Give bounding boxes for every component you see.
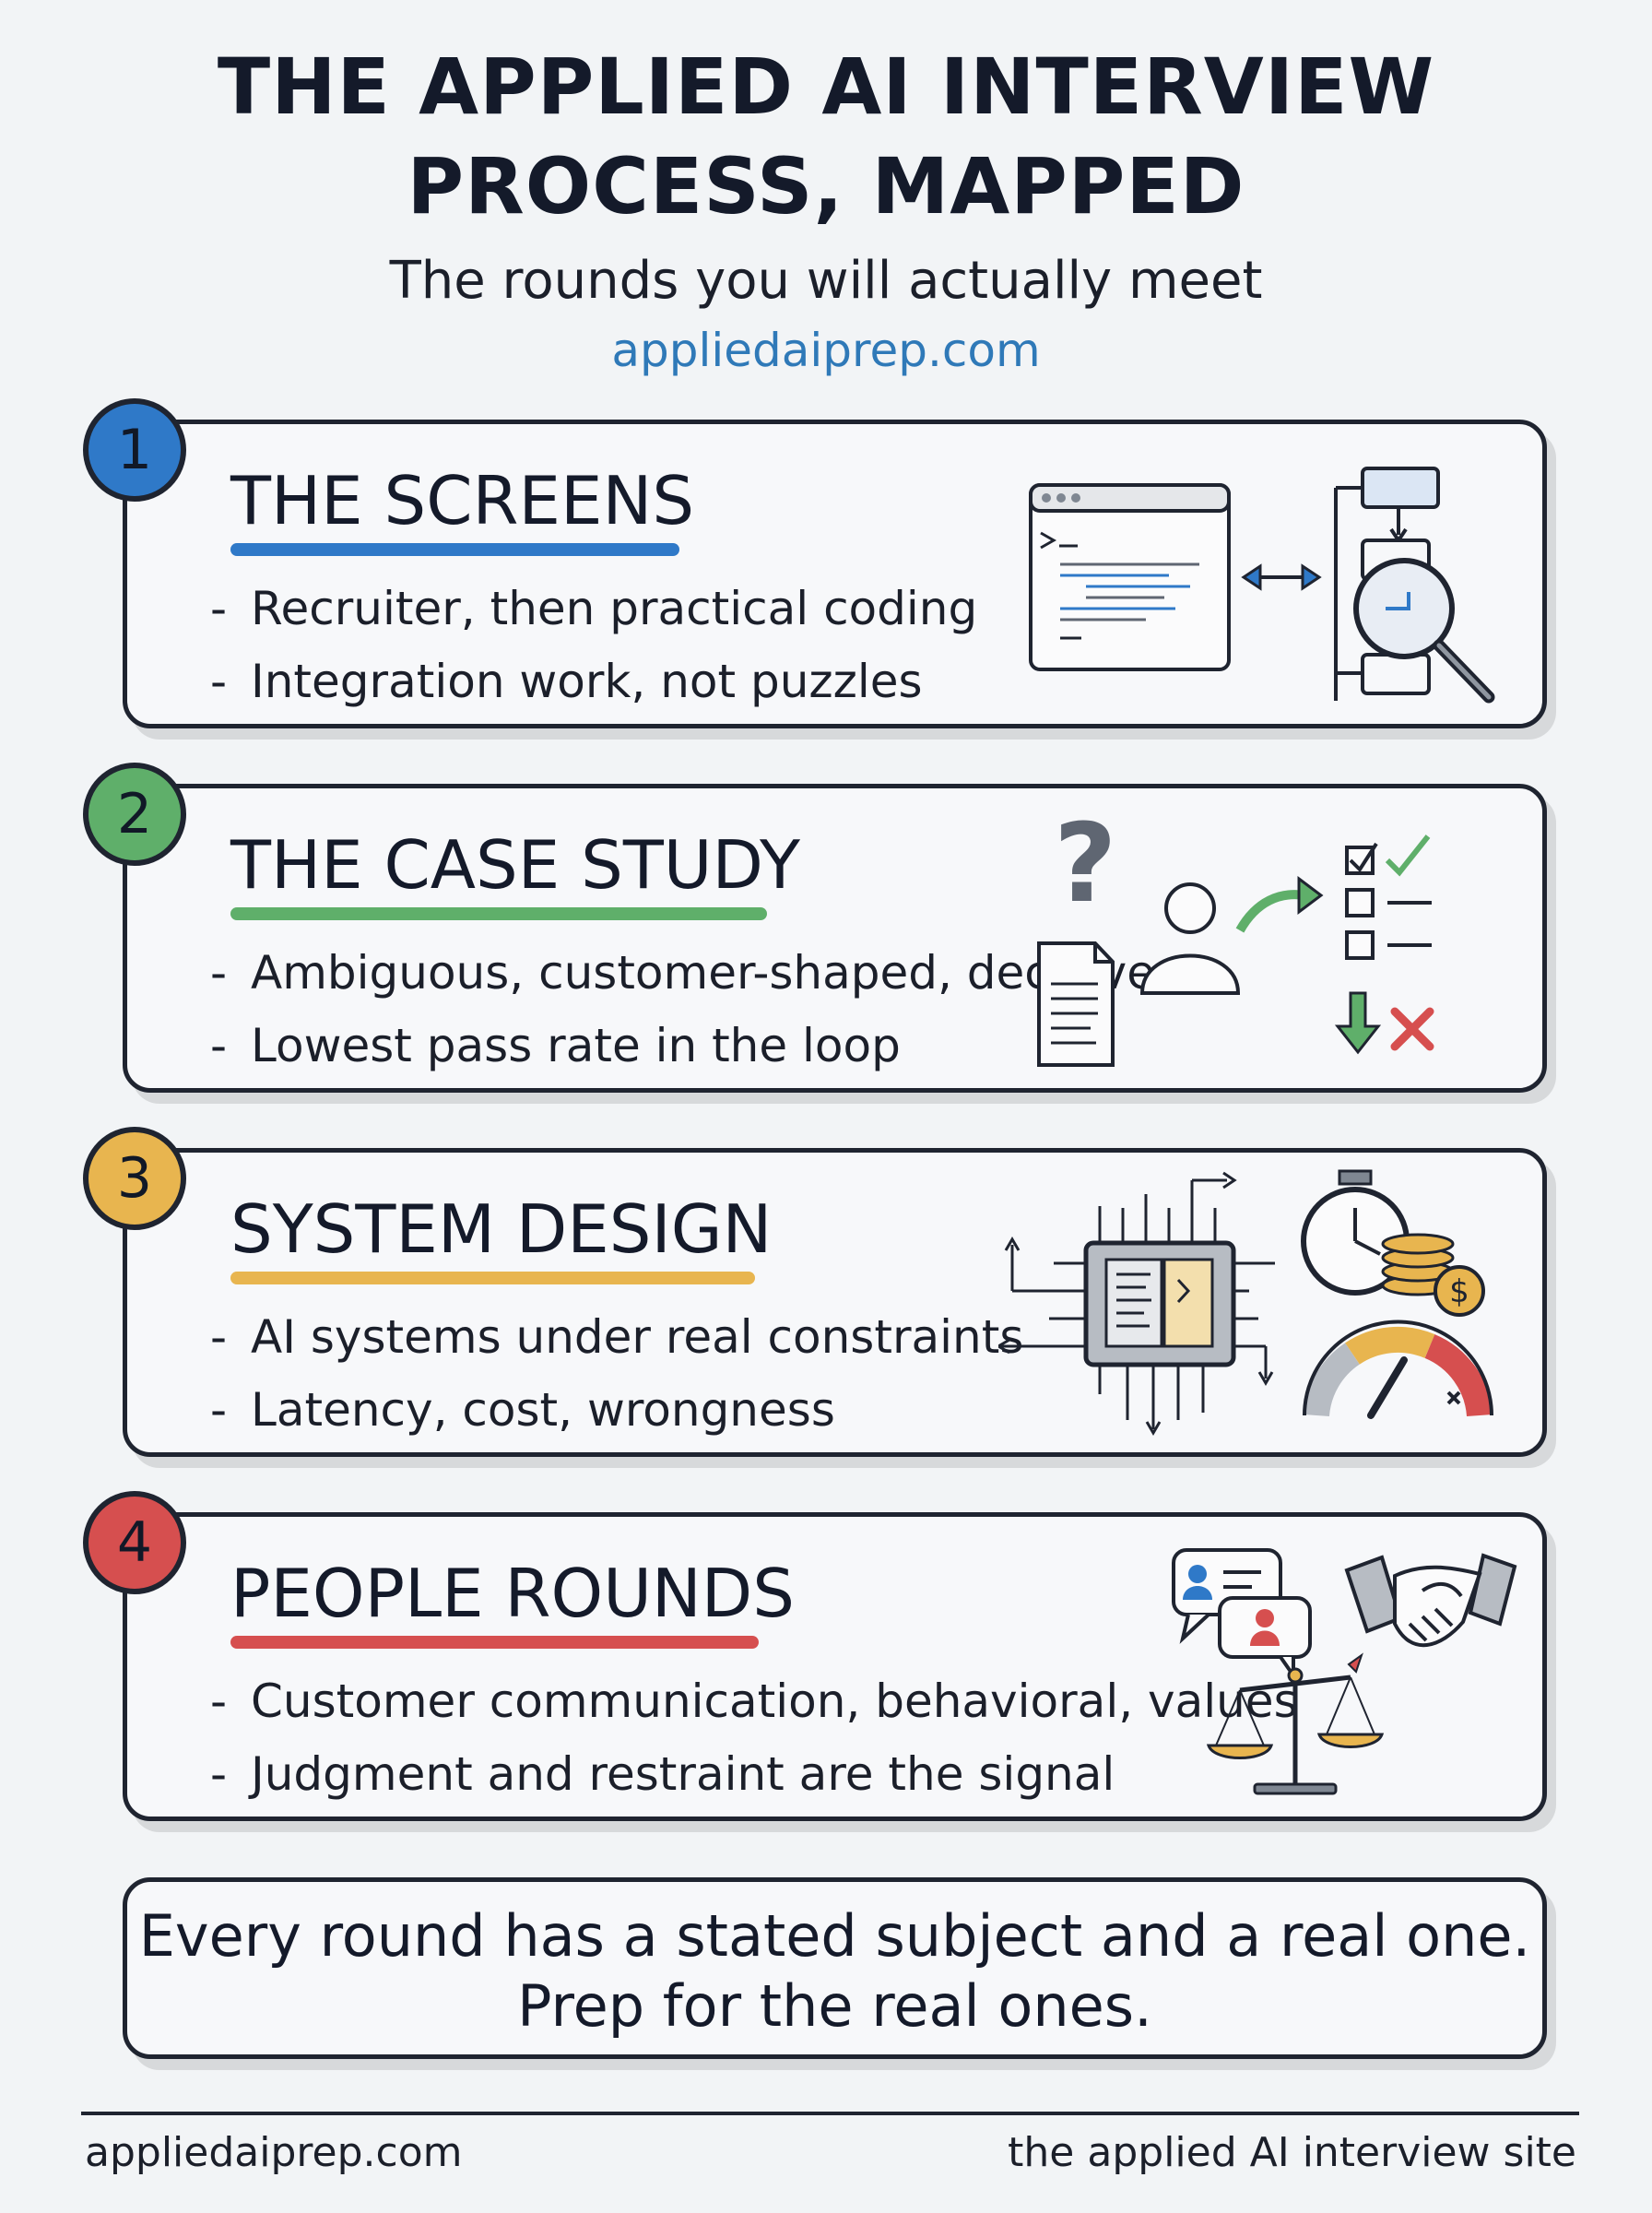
bullet-text: Recruiter, then practical coding (251, 582, 978, 635)
people-rounds-icons (1172, 1548, 1517, 1795)
bullet-text: Judgment and restraint are the signal (251, 1747, 1115, 1801)
x-mark-icon (1390, 1007, 1434, 1051)
bullet-item: -Recruiter, then practical coding (210, 582, 978, 635)
round-number-badge: 2 (83, 763, 186, 866)
gauge-icon (1303, 1320, 1493, 1419)
round-bullets: -Customer communication, behavioral, val… (210, 1665, 1298, 1811)
bullet-text: Customer communication, behavioral, valu… (251, 1675, 1298, 1728)
page-title: THE APPLIED AI INTERVIEW PROCESS, MAPPED (0, 37, 1652, 236)
bullet-text: Lowest pass rate in the loop (251, 1019, 901, 1072)
bullet-text: Latency, cost, wrongness (251, 1383, 835, 1437)
site-link[interactable]: appliedaiprep.com (611, 324, 1041, 377)
curved-arrow-icon (1235, 876, 1324, 933)
bullet-item: -Judgment and restraint are the signal (210, 1747, 1115, 1801)
round-number-badge: 1 (83, 398, 186, 502)
takeaway-line-1: Every round has a stated subject and a r… (138, 1902, 1531, 1970)
bullet-item: -Lowest pass rate in the loop (210, 1019, 901, 1072)
round-card-screens: 1 THE SCREENS -Recruiter, then practical… (83, 398, 1547, 728)
checklist-icon (1345, 834, 1432, 960)
bullet-item: -Latency, cost, wrongness (210, 1383, 835, 1437)
round-number-badge: 3 (83, 1127, 186, 1230)
title-underline (230, 1636, 759, 1649)
chat-bubbles-icon (1172, 1548, 1312, 1682)
title-underline (230, 543, 679, 556)
bullet-item: -Customer communication, behavioral, val… (210, 1675, 1298, 1728)
round-card-people-rounds: 4 PEOPLE ROUNDS -Customer communication,… (83, 1491, 1547, 1821)
system-design-icons: $ (998, 1169, 1493, 1436)
chip-icon (998, 1171, 1275, 1436)
title-line-1: THE APPLIED AI INTERVIEW (217, 41, 1435, 132)
footer-site-link[interactable]: appliedaiprep.com (85, 2129, 463, 2176)
handshake-icon (1344, 1553, 1517, 1648)
takeaway-box: Every round has a stated subject and a r… (123, 1877, 1547, 2059)
round-card-case-study: 2 THE CASE STUDY -Ambiguous, customer-sh… (83, 763, 1547, 1093)
round-bullets: -Ambiguous, customer-shaped, decisive -L… (210, 937, 1155, 1083)
takeaway-line-2: Prep for the real ones. (517, 1972, 1152, 2040)
round-bullets: -AI systems under real constraints -Late… (210, 1301, 1023, 1447)
screens-icons (1029, 467, 1495, 704)
code-window-icon (1029, 483, 1231, 671)
down-arrow-icon (1334, 991, 1382, 1055)
svg-text:?: ? (1054, 799, 1116, 927)
title-underline (230, 1272, 755, 1284)
footer-tagline: the applied AI interview site (1008, 2129, 1576, 2176)
case-study-icons: ? (1037, 799, 1434, 1067)
bullet-text: AI systems under real constraints (251, 1310, 1024, 1364)
round-title: THE SCREENS (230, 462, 695, 539)
round-title: SYSTEM DESIGN (230, 1190, 773, 1268)
magnifier-icon (1353, 558, 1495, 704)
coins-icon: $ (1381, 1233, 1485, 1317)
document-icon (1037, 941, 1115, 1067)
bullet-text: Integration work, not puzzles (251, 655, 923, 708)
scales-icon (1206, 1652, 1385, 1795)
double-arrow-icon (1241, 563, 1322, 591)
title-line-2: PROCESS, MAPPED (407, 141, 1245, 231)
svg-text:$: $ (1449, 1273, 1469, 1310)
bullet-item: -AI systems under real constraints (210, 1310, 1024, 1364)
person-icon (1139, 882, 1241, 995)
round-card-system-design: 3 SYSTEM DESIGN -AI systems under real c… (83, 1127, 1547, 1457)
footer-divider (81, 2112, 1579, 2115)
question-mark-icon: ? (1054, 799, 1116, 927)
bullet-item: -Integration work, not puzzles (210, 655, 923, 708)
round-title: THE CASE STUDY (230, 826, 800, 904)
bullet-text: Ambiguous, customer-shaped, decisive (251, 946, 1155, 1000)
header: THE APPLIED AI INTERVIEW PROCESS, MAPPED… (0, 37, 1652, 380)
round-title: PEOPLE ROUNDS (230, 1555, 795, 1632)
round-bullets: -Recruiter, then practical coding -Integ… (210, 573, 977, 718)
round-number-badge: 4 (83, 1491, 186, 1594)
subtitle: The rounds you will actually meet (389, 251, 1263, 311)
bullet-item: -Ambiguous, customer-shaped, decisive (210, 946, 1155, 1000)
title-underline (230, 907, 767, 920)
